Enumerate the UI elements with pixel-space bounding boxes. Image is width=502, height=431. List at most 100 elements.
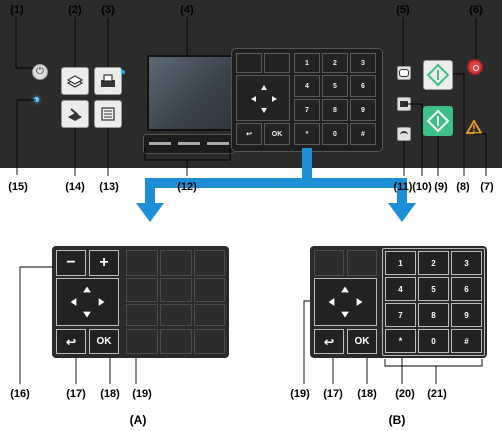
start-icon (426, 63, 450, 87)
power-button[interactable]: ⏻ (32, 64, 48, 80)
keypad-key-5[interactable]: 5 (322, 75, 348, 97)
minus-button[interactable]: − (56, 250, 86, 276)
stop-button[interactable] (467, 59, 483, 75)
arrow-keys[interactable] (314, 278, 377, 326)
back-button[interactable]: ↩ (56, 329, 86, 354)
black-start-button[interactable] (423, 106, 453, 136)
function-button-center[interactable] (178, 142, 200, 145)
plus-button[interactable]: + (89, 250, 119, 276)
keypad-key-hash[interactable]: # (350, 123, 376, 145)
power-icon: ⏻ (36, 66, 44, 77)
color-start-button[interactable] (423, 60, 453, 90)
callout-15: (15) (8, 181, 28, 193)
leader-15 (16, 99, 36, 175)
callout-4: (4) (180, 4, 194, 16)
fax-button[interactable] (94, 67, 122, 95)
keypad-key (194, 304, 225, 326)
function-button-right[interactable] (207, 142, 229, 145)
copy-button[interactable] (61, 67, 89, 95)
fax-lamp (121, 70, 125, 74)
numeric-key-1[interactable]: 1 (385, 251, 416, 275)
keypad-key (126, 250, 158, 276)
keypad-key (160, 304, 192, 326)
arrow-keys[interactable] (56, 278, 119, 326)
callout-2: (2) (68, 4, 82, 16)
callout-a16: (16) (10, 388, 30, 400)
connector-arrows (136, 148, 416, 222)
callout-1: (1) (10, 4, 24, 16)
caption-a: (A) (129, 413, 147, 427)
numeric-key-7[interactable]: 7 (385, 303, 416, 327)
numeric-key-6[interactable]: 6 (451, 277, 482, 301)
callout-6: (6) (469, 4, 483, 16)
function-buttons (143, 134, 235, 154)
callout-9: (9) (434, 181, 448, 193)
keypad-key (126, 278, 158, 302)
keypad-key (347, 250, 377, 276)
keypad-key-9[interactable]: 9 (350, 99, 376, 121)
numeric-key-hash[interactable]: # (451, 329, 482, 353)
leader-8 (453, 73, 465, 176)
ok-button[interactable]: OK (347, 329, 377, 354)
keypad-key (194, 278, 225, 302)
keypad-key-1[interactable]: 1 (294, 53, 320, 73)
panel-a-keypad: − + ↩ OK (52, 246, 229, 358)
keypad-key-6[interactable]: 6 (350, 75, 376, 97)
keypad-key (314, 250, 344, 276)
numeric-key-2[interactable]: 2 (418, 251, 449, 275)
numeric-key-5[interactable]: 5 (418, 277, 449, 301)
start-icon (426, 109, 450, 133)
keypad-key-7[interactable]: 7 (294, 99, 320, 121)
menu-button[interactable] (94, 100, 122, 128)
keypad-key-3[interactable]: 3 (350, 53, 376, 73)
power-lamp (34, 97, 39, 102)
ok-button[interactable]: OK (89, 329, 119, 354)
numeric-keys: 1 2 3 4 5 6 7 8 9 * 0 # (382, 248, 485, 356)
keypad-key[interactable] (264, 53, 290, 73)
leader-7 (474, 133, 487, 176)
redial-icon (400, 130, 408, 138)
copy-icon (66, 75, 84, 88)
arrow-keys-icon (70, 286, 105, 318)
scan-icon (68, 108, 82, 121)
keypad-key (160, 250, 192, 276)
keypad-key-0[interactable]: 0 (322, 123, 348, 145)
numeric-key-4[interactable]: 4 (385, 277, 416, 301)
keypad-key-8[interactable]: 8 (322, 99, 348, 121)
arrow-keys[interactable] (236, 75, 290, 121)
callout-b18: (18) (357, 388, 377, 400)
ok-button[interactable]: OK (264, 123, 290, 145)
back-button[interactable]: ↩ (314, 329, 344, 354)
redial-button[interactable] (397, 127, 411, 141)
callout-8: (8) (456, 181, 470, 193)
fax-icon (101, 74, 115, 87)
color-button[interactable] (397, 66, 411, 80)
scan-button[interactable] (61, 100, 89, 128)
keypad-key-2[interactable]: 2 (322, 53, 348, 73)
keypad-key (126, 329, 158, 354)
operation-keypad: 1 2 3 4 5 6 7 8 9 ↩ OK * 0 # (231, 48, 383, 152)
callout-b20: (20) (395, 388, 415, 400)
numeric-key-0[interactable]: 0 (418, 329, 449, 353)
keypad-key (160, 278, 192, 302)
callout-a18: (18) (100, 388, 120, 400)
numeric-key-8[interactable]: 8 (418, 303, 449, 327)
numeric-key-9[interactable]: 9 (451, 303, 482, 327)
keypad-key[interactable] (236, 53, 262, 73)
callout-7: (7) (480, 181, 494, 193)
keypad-key (160, 329, 192, 354)
caption-b: (B) (388, 413, 406, 427)
keypad-key-star[interactable]: * (294, 123, 320, 145)
function-button-left[interactable] (149, 142, 171, 145)
leader-10 (405, 103, 423, 176)
back-button[interactable]: ↩ (236, 123, 262, 145)
keypad-key (126, 304, 158, 326)
callout-13: (13) (99, 181, 119, 193)
callout-a19: (19) (132, 388, 152, 400)
numeric-key-3[interactable]: 3 (451, 251, 482, 275)
leader-1 (15, 17, 33, 69)
numeric-key-star[interactable]: * (385, 329, 416, 353)
keypad-key-4[interactable]: 4 (294, 75, 320, 97)
leader-b21-bracket (384, 359, 483, 367)
callout-12: (12) (177, 181, 197, 193)
